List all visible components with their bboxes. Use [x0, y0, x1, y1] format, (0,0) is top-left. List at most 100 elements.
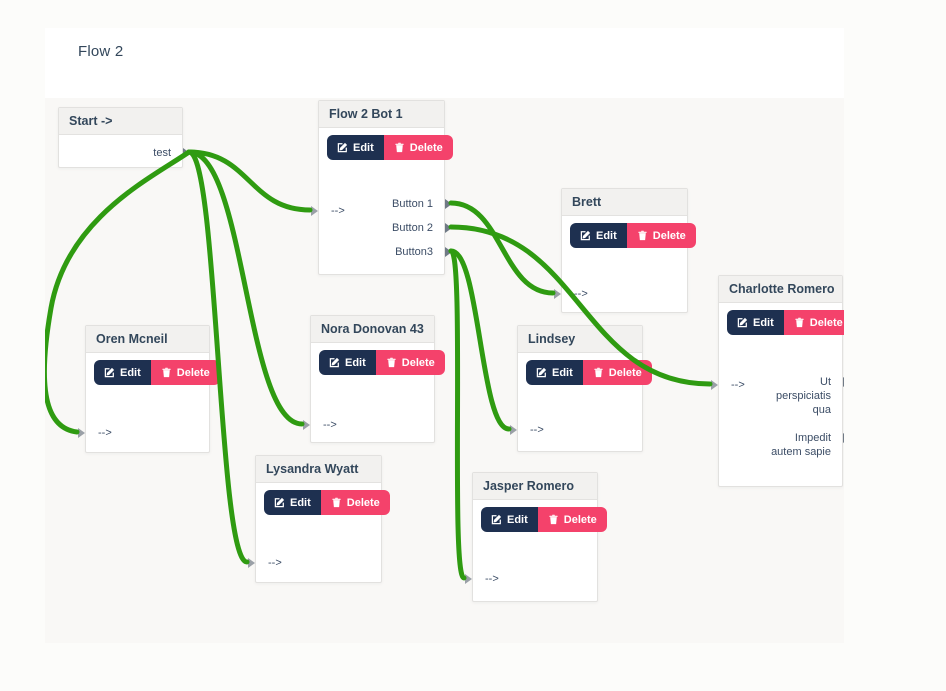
node-start[interactable]: Start -> test: [58, 107, 190, 168]
input-port-nora-0[interactable]: [303, 420, 310, 430]
node-actions: Edit Delete: [327, 135, 453, 160]
edit-button-label: Edit: [345, 356, 366, 369]
output-port-charlotte-1[interactable]: [843, 433, 844, 443]
node-actions: Edit Delete: [526, 360, 652, 385]
delete-button[interactable]: Delete: [626, 223, 696, 248]
delete-button-label: Delete: [176, 366, 210, 379]
input-label: -->: [574, 288, 588, 300]
edit-button[interactable]: Edit: [327, 135, 384, 160]
input-port-lindsey-0[interactable]: [510, 425, 517, 435]
output-port-bot-0[interactable]: [445, 199, 452, 209]
trash-icon: [548, 514, 559, 525]
edit-button[interactable]: Edit: [319, 350, 376, 375]
input-port-lysandra-0[interactable]: [248, 558, 255, 568]
pencil-square-icon: [536, 367, 547, 378]
node-actions: Edit Delete: [570, 223, 696, 248]
delete-button-label: Delete: [809, 316, 843, 329]
edit-button-label: Edit: [753, 316, 774, 329]
output-port-bot-1[interactable]: [445, 223, 452, 233]
pencil-square-icon: [337, 142, 348, 153]
input-port-oren-0[interactable]: [78, 428, 85, 438]
edit-button-label: Edit: [596, 229, 617, 242]
output-label: Button 2: [392, 222, 433, 234]
edit-button[interactable]: Edit: [94, 360, 151, 385]
input-port-brett-0[interactable]: [554, 289, 561, 299]
edit-button[interactable]: Edit: [570, 223, 627, 248]
delete-button-label: Delete: [652, 229, 686, 242]
node-title[interactable]: Brett: [562, 189, 687, 216]
output-label: Button3: [395, 246, 433, 258]
node-actions: Edit Delete: [727, 310, 844, 335]
edit-button-label: Edit: [507, 513, 528, 526]
trash-icon: [794, 317, 805, 328]
input-label: -->: [485, 573, 499, 585]
pencil-square-icon: [329, 357, 340, 368]
node-actions: Edit Delete: [264, 490, 390, 515]
input-label: -->: [331, 205, 345, 217]
edit-button[interactable]: Edit: [526, 360, 583, 385]
pencil-square-icon: [491, 514, 502, 525]
input-port-jasper-0[interactable]: [465, 574, 472, 584]
pencil-square-icon: [104, 367, 115, 378]
node-title[interactable]: Oren Mcneil: [86, 326, 209, 353]
delete-button[interactable]: Delete: [582, 360, 652, 385]
trash-icon: [331, 497, 342, 508]
node-title[interactable]: Charlotte Romero: [719, 276, 842, 303]
node-bot[interactable]: Flow 2 Bot 1 Edit Delete --> Button 1 Button …: [311, 100, 453, 275]
edge-bot-out2-to-jasper[interactable]: [448, 248, 467, 581]
edge-start-out0-to-bot[interactable]: [186, 149, 313, 213]
delete-button[interactable]: Delete: [150, 360, 220, 385]
node-title[interactable]: Jasper Romero: [473, 473, 597, 500]
edge-start-out0-to-oren[interactable]: [45, 149, 192, 435]
pencil-square-icon: [737, 317, 748, 328]
trash-icon: [637, 230, 648, 241]
edge-start-out0-to-lysandra[interactable]: [186, 149, 250, 565]
edit-button[interactable]: Edit: [727, 310, 784, 335]
delete-button[interactable]: Delete: [320, 490, 390, 515]
edge-start-out0-to-nora[interactable]: [186, 149, 305, 427]
delete-button[interactable]: Delete: [383, 135, 453, 160]
edit-button[interactable]: Edit: [264, 490, 321, 515]
node-title[interactable]: Nora Donovan 43: [311, 316, 434, 343]
trash-icon: [386, 357, 397, 368]
edge-bot-out1-to-charlotte[interactable]: [448, 224, 713, 387]
input-port-charlotte-0[interactable]: [711, 380, 718, 390]
output-label: Button 1: [392, 198, 433, 210]
delete-button[interactable]: Delete: [537, 507, 607, 532]
output-port-charlotte-0[interactable]: [843, 377, 844, 387]
node-actions: Edit Delete: [94, 360, 220, 385]
edit-button-label: Edit: [353, 141, 374, 154]
input-port-bot-0[interactable]: [311, 206, 318, 216]
node-actions: Edit Delete: [481, 507, 607, 532]
pencil-square-icon: [580, 230, 591, 241]
input-label: -->: [98, 427, 112, 439]
delete-button[interactable]: Delete: [783, 310, 844, 335]
edge-bot-out2-to-lindsey[interactable]: [448, 248, 512, 432]
output-label: test: [153, 147, 171, 159]
edge-bot-out0-to-brett[interactable]: [448, 200, 556, 296]
node-title[interactable]: Flow 2 Bot 1: [319, 101, 444, 128]
node-title[interactable]: Start ->: [59, 108, 182, 135]
node-actions: Edit Delete: [319, 350, 445, 375]
output-port-bot-2[interactable]: [445, 247, 452, 257]
flow-header-bar: Flow 2: [45, 28, 844, 98]
output-label: Ut perspiciatis qua: [775, 376, 831, 416]
delete-button-label: Delete: [401, 356, 435, 369]
edit-button[interactable]: Edit: [481, 507, 538, 532]
node-title[interactable]: Lysandra Wyatt: [256, 456, 381, 483]
input-label: -->: [268, 557, 282, 569]
delete-button[interactable]: Delete: [375, 350, 445, 375]
edit-button-label: Edit: [120, 366, 141, 379]
input-label: -->: [530, 424, 544, 436]
delete-button-label: Delete: [608, 366, 642, 379]
edit-button-label: Edit: [290, 496, 311, 509]
